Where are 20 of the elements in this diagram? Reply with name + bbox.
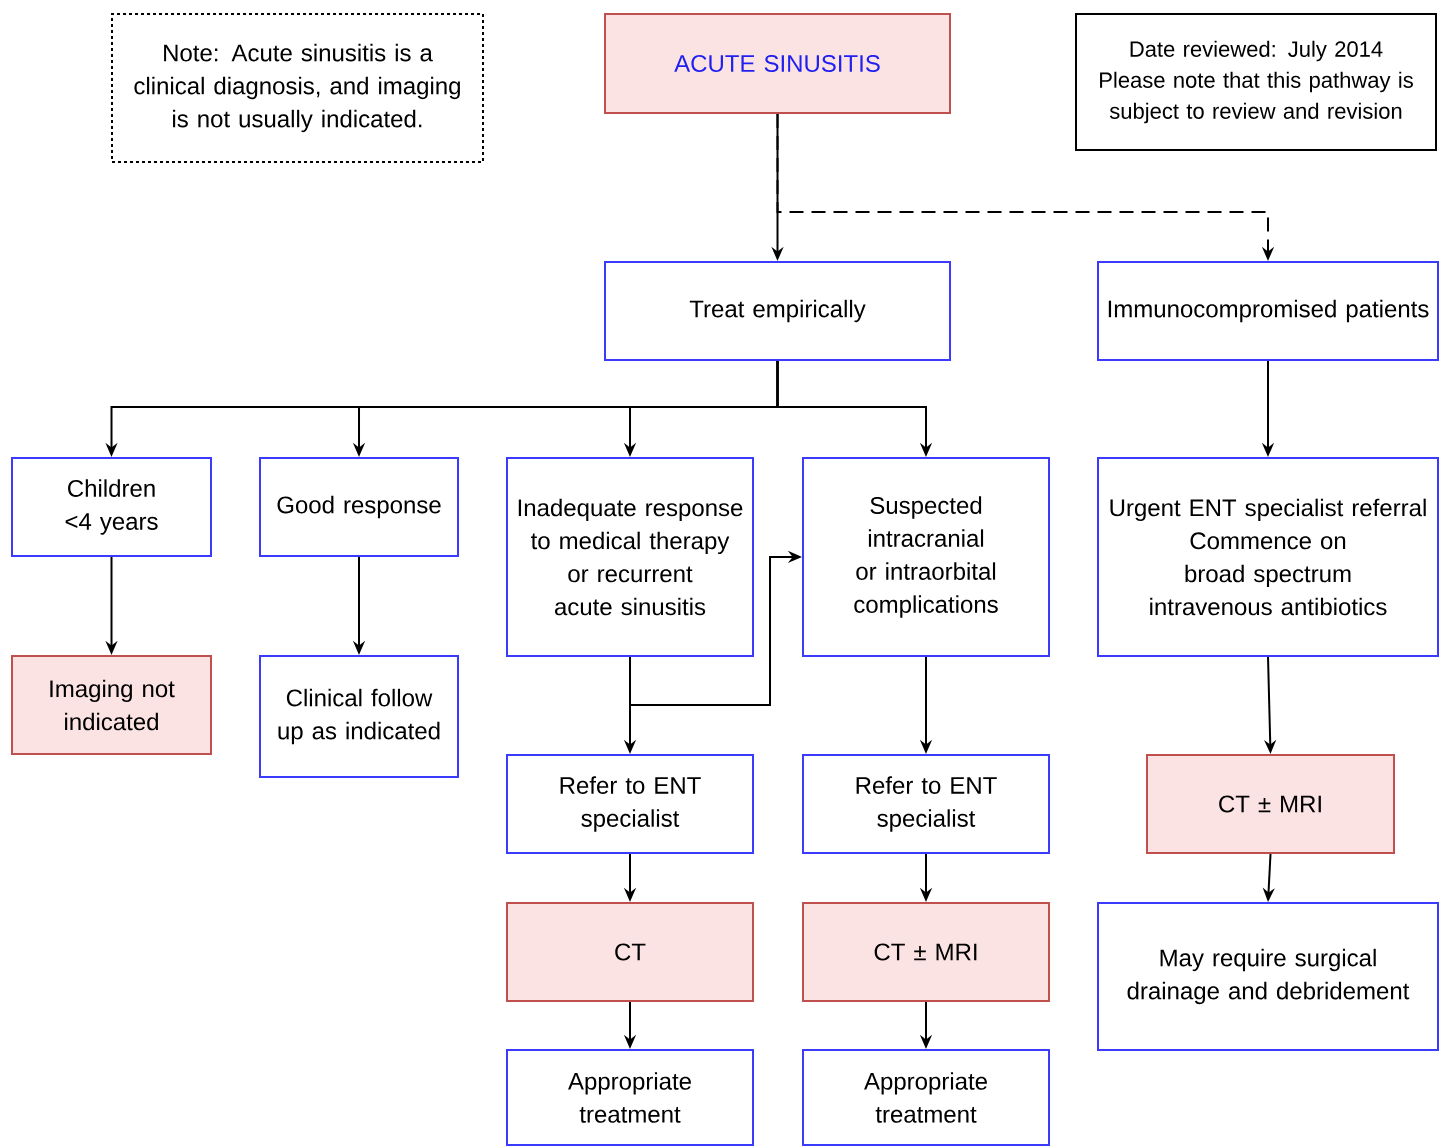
process-box: May require surgical drainage and debridement [1097, 902, 1439, 1051]
info-box: Date reviewed: July 2014 Please note that this pathway is subject to review and revision [1075, 13, 1437, 151]
process-box: Appropriate treatment [506, 1049, 754, 1146]
process-box: Refer to ENT specialist [802, 754, 1050, 854]
process-box: Immunocompromised patients [1097, 261, 1439, 361]
process-box: Inadequate response to medical therapy or recurrent acute sinusitis [506, 457, 754, 657]
start-box: ACUTE SINUSITIS [604, 13, 951, 114]
process-box: Appropriate treatment [802, 1049, 1050, 1146]
process-box: Urgent ENT specialist referral Commence on broad spectrum intravenous antibiotics [1097, 457, 1439, 657]
process-box: Good response [259, 457, 459, 557]
imaging-box: CT ± MRI [802, 902, 1050, 1002]
note-box: Note: Acute sinusitis is a clinical diagnosis, and imaging is not usually indicated. [111, 13, 484, 163]
process-box: Clinical follow up as indicated [259, 655, 459, 778]
process-box: Suspected intracranial or intraorbital complications [802, 457, 1050, 657]
imaging-box: CT [506, 902, 754, 1002]
imaging-box: CT ± MRI [1146, 754, 1395, 854]
process-box: Children <4 years [11, 457, 212, 557]
process-box: Treat empirically [604, 261, 951, 361]
imaging-box: Imaging not indicated [11, 655, 212, 755]
process-box: Refer to ENT specialist [506, 754, 754, 854]
